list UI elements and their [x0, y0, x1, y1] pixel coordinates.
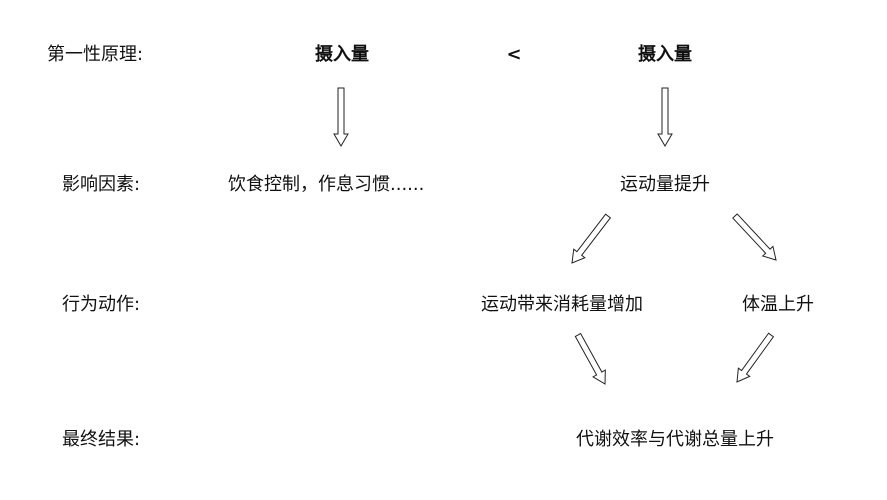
intake-right: 摄入量	[638, 44, 692, 65]
factor-exercise-increase: 运动量提升	[620, 174, 710, 195]
row-label-factors: 影响因素:	[62, 174, 141, 195]
action-body-temperature: 体温上升	[742, 294, 814, 315]
arrow-down-left-icon	[571, 213, 612, 264]
arrow-down-icon	[333, 87, 349, 147]
arrow-down-left-icon	[736, 332, 775, 383]
action-exercise-consumption: 运动带来消耗量增加	[481, 294, 643, 315]
less-than-operator: <	[506, 44, 522, 65]
row-label-actions: 行为动作:	[62, 294, 141, 315]
arrow-down-right-icon	[574, 332, 606, 385]
intake-left: 摄入量	[315, 44, 369, 65]
row-label-principle: 第一性原理:	[47, 44, 144, 65]
final-result: 代谢效率与代谢总量上升	[576, 429, 774, 450]
arrow-down-icon	[657, 87, 673, 147]
factor-diet-habits: 饮食控制，作息习惯......	[228, 174, 425, 195]
arrow-down-right-icon	[732, 213, 777, 261]
row-label-result: 最终结果:	[62, 429, 141, 450]
